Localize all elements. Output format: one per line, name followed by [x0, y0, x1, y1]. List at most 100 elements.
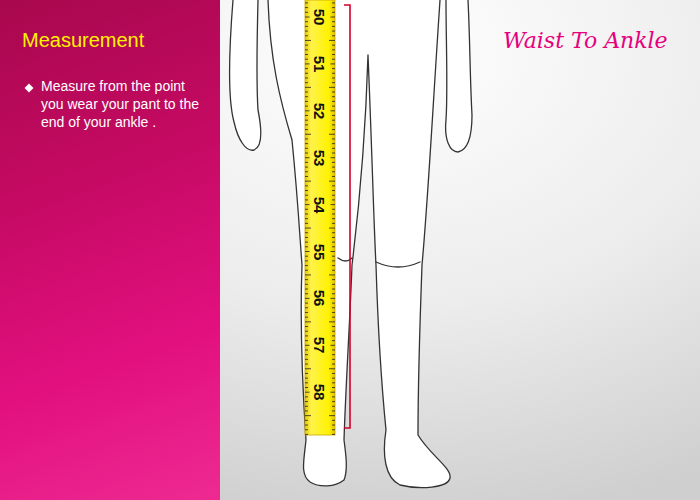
- tape-tick: [305, 270, 308, 271]
- tape-tick: [305, 138, 308, 139]
- tape-tick: [332, 349, 335, 350]
- tape-tick: [305, 326, 308, 327]
- tape-tick: [305, 143, 308, 144]
- instruction-text: Measure from the point you wear your pan…: [41, 77, 209, 131]
- tape-tick: [332, 115, 335, 116]
- tape-tick: [305, 312, 308, 313]
- tape-tick: [332, 420, 335, 421]
- tape-tick: [332, 331, 335, 332]
- tape-tick: [305, 31, 308, 32]
- tape-tick: [305, 213, 308, 214]
- tape-tick: [305, 321, 311, 322]
- tape-body: [305, 0, 335, 435]
- tape-tick: [305, 59, 308, 60]
- tape-tick: [332, 232, 335, 233]
- tape-tick: [305, 134, 311, 135]
- tape-tick: [305, 209, 308, 210]
- tape-tick: [332, 82, 335, 83]
- tape-number: 57: [312, 337, 327, 354]
- tape-tick: [332, 429, 335, 430]
- tape-tick: [332, 153, 335, 154]
- tape-tick: [305, 82, 308, 83]
- view-title: Waist To Ankle: [503, 30, 668, 52]
- tape-tick: [329, 87, 335, 88]
- tape-tick: [305, 68, 308, 69]
- tape-tick: [305, 228, 311, 229]
- tape-tick: [305, 354, 308, 355]
- tape-tick: [332, 35, 335, 36]
- tape-tick: [305, 364, 308, 365]
- right-knee: [376, 262, 420, 267]
- tape-tick: [332, 434, 335, 435]
- tape-tick: [305, 2, 308, 3]
- tape-tick: [332, 270, 335, 271]
- tape-tick: [332, 45, 335, 46]
- tape-tick: [305, 120, 308, 121]
- tape-tick: [332, 260, 335, 261]
- tape-tick: [305, 92, 308, 93]
- tape-tick: [332, 242, 335, 243]
- tape-tick: [305, 101, 308, 102]
- tape-tick: [305, 49, 308, 50]
- tape-tick: [305, 335, 308, 336]
- tape-tick: [305, 45, 308, 46]
- tape-tick: [331, 251, 336, 252]
- tape-tick: [332, 373, 335, 374]
- tape-tick: [305, 195, 308, 196]
- tape-tick: [332, 138, 335, 139]
- tape-tick: [305, 40, 311, 41]
- tape-tick: [305, 199, 308, 200]
- tape-tick: [332, 101, 335, 102]
- tape-tick: [332, 167, 335, 168]
- tape-tick: [305, 73, 308, 74]
- tape-tick: [305, 415, 311, 416]
- left-arm: [230, 0, 261, 150]
- tape-tick: [332, 335, 335, 336]
- tape-tick: [332, 312, 335, 313]
- tape-tick: [329, 368, 335, 369]
- tape-tick: [332, 246, 335, 247]
- tape-tick: [305, 387, 308, 388]
- tape-tick: [329, 40, 335, 41]
- tape-tick: [329, 274, 335, 275]
- tape-tick: [332, 293, 335, 294]
- body-outline: [230, 0, 472, 488]
- tape-tick: [305, 162, 308, 163]
- tape-tick: [332, 124, 335, 125]
- tape-tick: [332, 265, 335, 266]
- tape-tick: [332, 401, 335, 402]
- info-panel: MeasurementMeasure from the point you we…: [0, 0, 220, 500]
- tape-tick: [305, 340, 308, 341]
- tape-tick: [305, 425, 308, 426]
- tape-number: 55: [312, 243, 327, 260]
- tape-tick: [305, 157, 310, 158]
- tape-tick: [305, 317, 308, 318]
- tape-tick: [305, 26, 308, 27]
- tape-tick: [332, 406, 335, 407]
- tape-tick: [305, 331, 308, 332]
- tape-tick: [305, 284, 308, 285]
- tape-tick: [331, 110, 336, 111]
- tape-tick: [332, 289, 335, 290]
- tape-tick: [305, 185, 308, 186]
- tape-number: 50: [312, 9, 327, 26]
- tape-tick: [332, 73, 335, 74]
- tape-tick: [329, 228, 335, 229]
- tape-tick: [305, 429, 308, 430]
- tape-tick: [305, 7, 308, 8]
- tape-tick: [305, 232, 308, 233]
- tape-tick: [305, 307, 308, 308]
- tape-tick: [305, 368, 311, 369]
- tape-tick: [305, 87, 311, 88]
- tape-tick: [305, 204, 310, 205]
- tape-tick: [305, 382, 308, 383]
- tape-tick: [305, 106, 308, 107]
- tape-tick: [332, 354, 335, 355]
- tape-tick: [305, 115, 308, 116]
- tape-tick: [332, 303, 335, 304]
- tape-tick: [332, 307, 335, 308]
- tape-tick: [305, 129, 308, 130]
- tape-tick: [305, 392, 310, 393]
